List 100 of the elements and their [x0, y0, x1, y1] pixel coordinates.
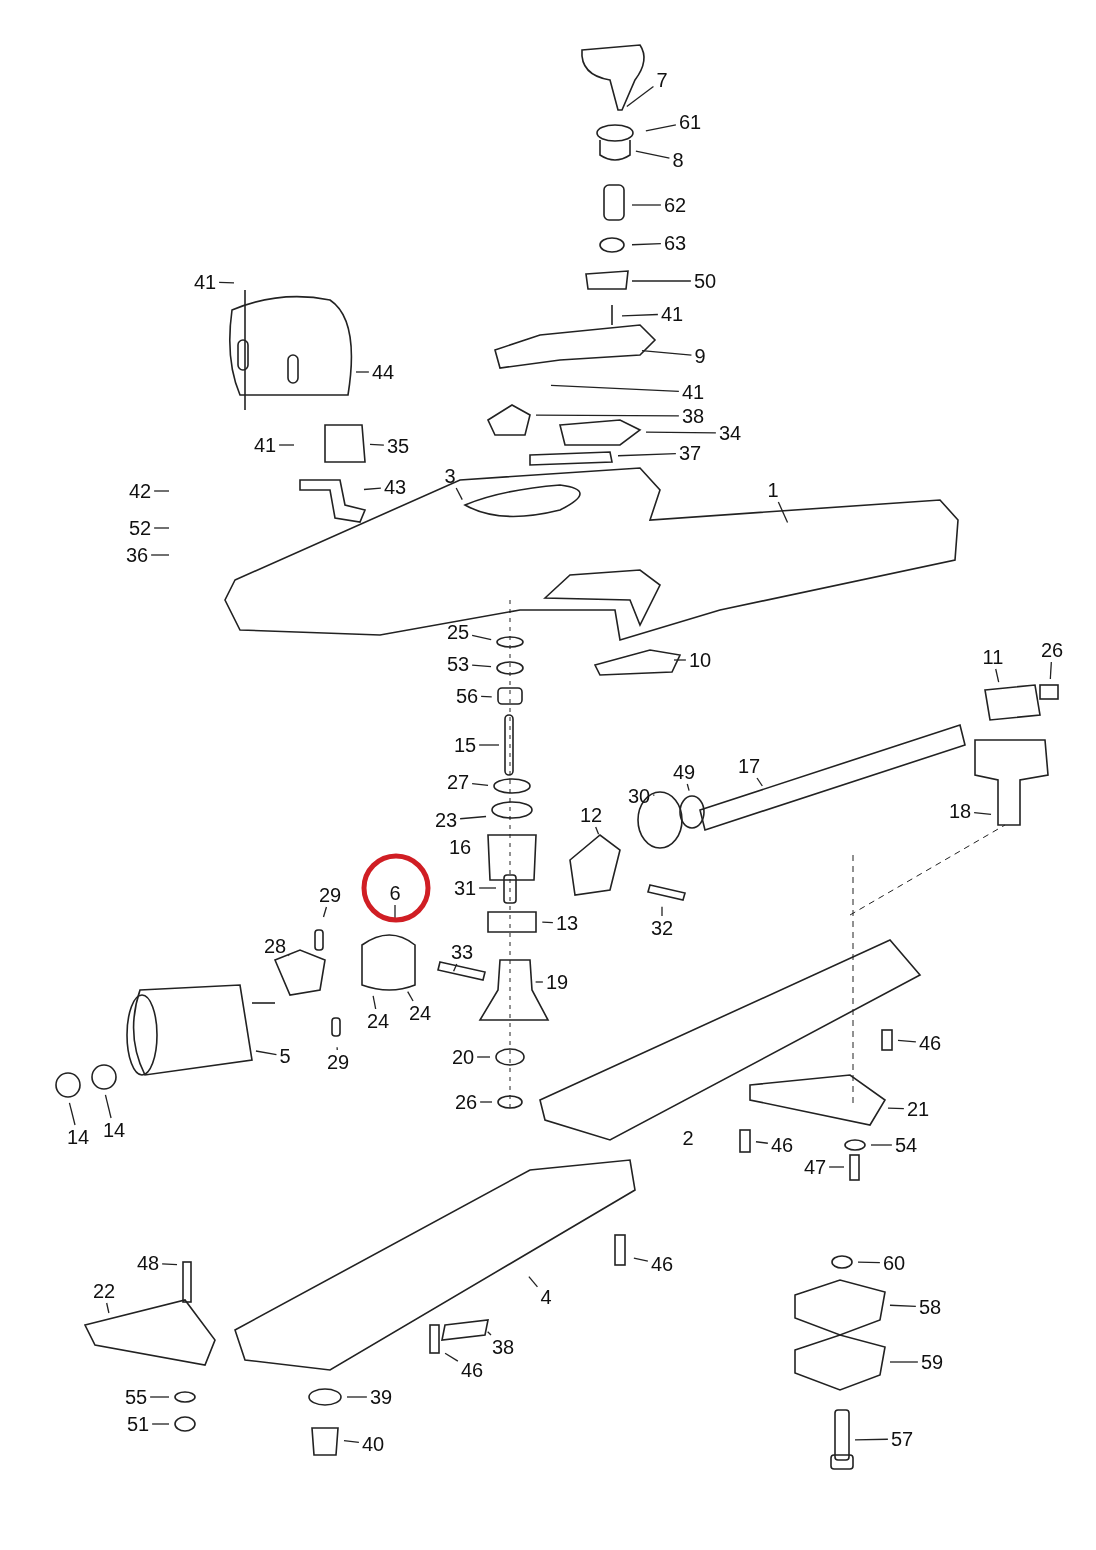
callout-number: 57	[889, 1428, 915, 1450]
leader-line	[641, 349, 693, 356]
leader-line	[255, 1050, 278, 1056]
callout-number: 2	[681, 1127, 695, 1149]
callout-number: 21	[905, 1098, 931, 1120]
callout-number: 59	[919, 1351, 945, 1373]
leader-line	[153, 490, 170, 492]
callout-number: 26	[1039, 639, 1065, 661]
callout-number: 39	[368, 1386, 394, 1408]
leader-line	[444, 1352, 459, 1362]
callout-number: 23	[433, 809, 459, 831]
callout-number: 24	[365, 1010, 391, 1032]
leader-line	[889, 1361, 919, 1363]
leader-line	[480, 695, 493, 698]
leader-line	[626, 85, 655, 108]
callout-number: 14	[65, 1126, 91, 1148]
leader-line	[673, 659, 687, 661]
callout-number: 60	[881, 1252, 907, 1274]
leader-line	[652, 794, 656, 796]
leader-line	[828, 1166, 845, 1168]
leader-line	[278, 444, 295, 446]
leader-line	[343, 1440, 360, 1444]
callout-number: 32	[649, 917, 675, 939]
leader-line	[621, 313, 659, 317]
callout-number: 41	[680, 381, 706, 403]
callout-number: 20	[450, 1046, 476, 1068]
callout-number: 11	[981, 646, 1005, 668]
callout-number: 13	[554, 912, 580, 934]
callout-number: 38	[490, 1336, 516, 1358]
callout-number: 3	[443, 465, 457, 487]
leader-line	[541, 921, 554, 924]
leader-line	[535, 981, 544, 983]
leader-line	[369, 443, 385, 446]
callout-number: 54	[893, 1134, 919, 1156]
callout-number: 35	[385, 435, 411, 457]
callout-number: 49	[671, 761, 697, 783]
callout-number: 17	[736, 755, 762, 777]
leader-line	[68, 1102, 76, 1126]
callout-number: 51	[125, 1413, 151, 1435]
callout-number: 38	[680, 405, 706, 427]
callout-number: 22	[91, 1280, 117, 1302]
callout-number: 58	[917, 1296, 943, 1318]
leader-line	[487, 1331, 492, 1336]
leader-line	[645, 431, 717, 434]
callout-number: 63	[662, 232, 688, 254]
callout-number: 31	[452, 877, 478, 899]
callout-number: 27	[445, 771, 471, 793]
callout-number: 4	[539, 1286, 553, 1308]
leader-line	[287, 954, 290, 957]
leader-line	[104, 1094, 112, 1119]
callout-number: 50	[692, 270, 718, 292]
callout-number: 46	[649, 1253, 675, 1275]
leader-line	[631, 280, 692, 282]
leader-line	[857, 1261, 881, 1264]
callout-number: 61	[677, 111, 703, 133]
leader-line	[645, 124, 677, 132]
callout-number: 41	[659, 303, 685, 325]
leader-line	[1049, 661, 1052, 680]
leader-line	[471, 782, 489, 786]
callout-number: 6	[388, 882, 402, 904]
callout-number: 33	[449, 941, 475, 963]
leader-line	[631, 242, 662, 246]
leader-line	[478, 744, 500, 746]
leader-line	[635, 150, 671, 159]
callout-number: 52	[127, 517, 153, 539]
leader-line	[452, 963, 458, 972]
callout-number: 15	[452, 734, 478, 756]
leader-line	[363, 487, 382, 491]
leader-line	[995, 668, 1000, 683]
leader-line	[471, 634, 492, 641]
leader-line	[150, 554, 170, 556]
leader-line	[686, 783, 690, 792]
leader-line	[897, 1039, 917, 1043]
callout-number: 47	[802, 1156, 828, 1178]
callout-number: 46	[769, 1134, 795, 1156]
callout-number: 46	[459, 1359, 485, 1381]
callout-number: 16	[447, 836, 473, 858]
callout-number: 10	[687, 649, 713, 671]
leader-line	[755, 1141, 769, 1144]
leader-line	[661, 906, 663, 917]
leader-line	[161, 1263, 178, 1266]
leader-line	[887, 1107, 905, 1110]
leader-line	[346, 1396, 368, 1398]
callout-number: 41	[252, 434, 278, 456]
leader-line	[756, 777, 763, 787]
callout-number: 41	[192, 271, 218, 293]
leader-line	[476, 1056, 491, 1058]
callout-number: 43	[382, 476, 408, 498]
leader-line	[617, 452, 677, 457]
leader-line	[218, 281, 235, 284]
callout-number: 12	[578, 804, 604, 826]
leader-line	[153, 527, 170, 529]
callout-number: 29	[317, 884, 343, 906]
callout-number: 30	[626, 785, 652, 807]
leader-line	[106, 1302, 110, 1314]
leader-line	[631, 204, 662, 206]
callout-number: 14	[101, 1119, 127, 1141]
callout-number: 9	[693, 345, 707, 367]
callout-number: 18	[947, 800, 973, 822]
callout-number: 62	[662, 194, 688, 216]
